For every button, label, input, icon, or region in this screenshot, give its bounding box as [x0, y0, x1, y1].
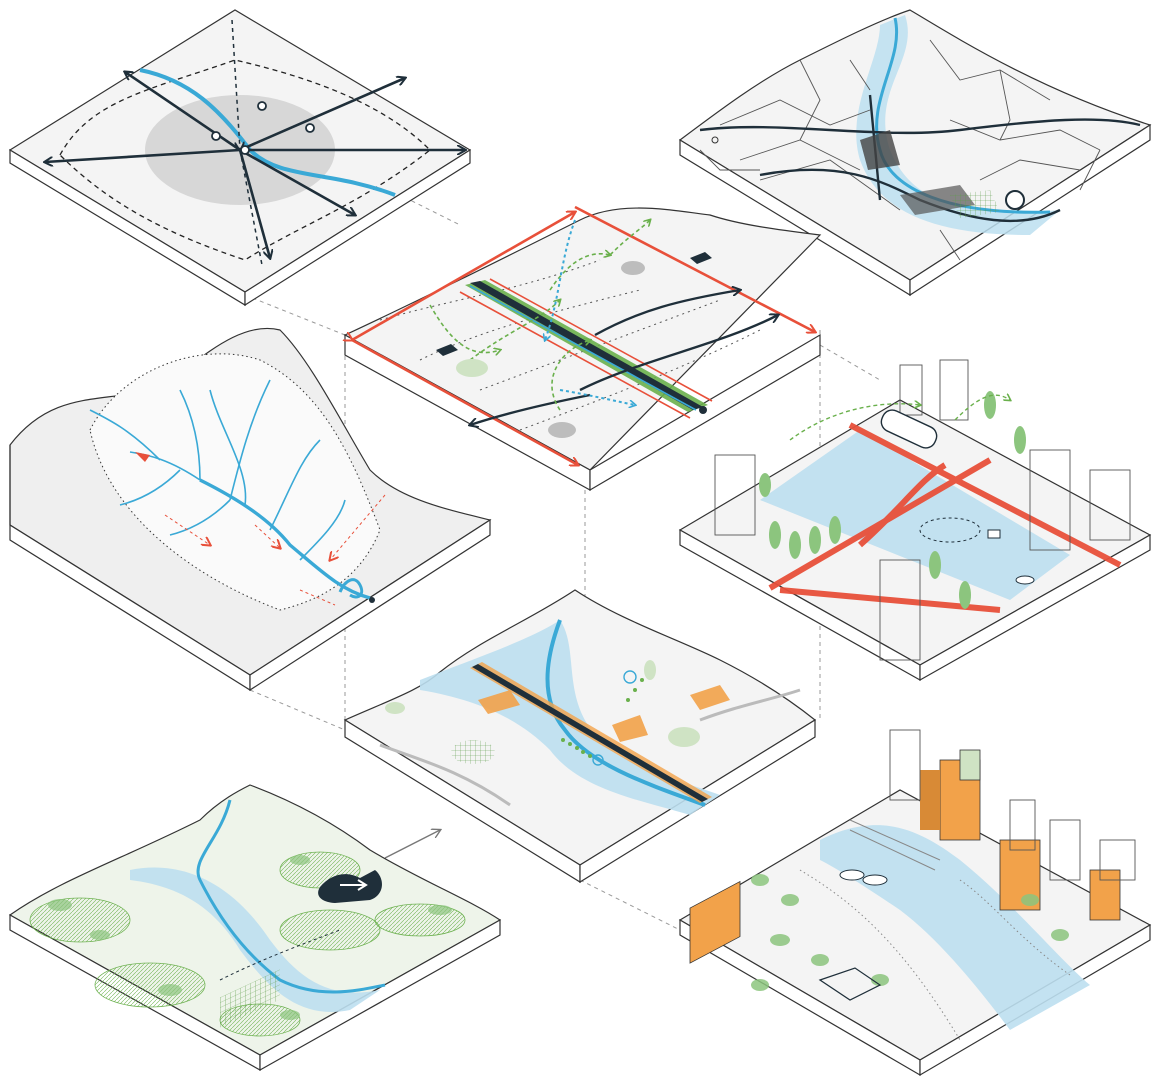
panel-landscape-ecology	[8, 784, 502, 1072]
tram-icon	[880, 409, 938, 449]
panel-watershed	[9, 327, 492, 692]
panel-riverfront-park	[678, 729, 1152, 1077]
panel-street-section	[678, 359, 1152, 682]
river-water	[820, 825, 1090, 1030]
panel-regional-network	[8, 9, 472, 307]
river-network-lines	[89, 379, 371, 600]
panel-urban-road-network	[678, 9, 1152, 297]
boat-icon	[1015, 575, 1035, 585]
canal-water	[760, 430, 1070, 600]
panel-site-plan	[343, 589, 817, 884]
wheel-icon	[1005, 190, 1025, 210]
park-trees	[751, 874, 1069, 991]
road-grid-lines	[699, 39, 1101, 261]
panel-corridor-system	[345, 205, 822, 492]
bridge-structure-icon	[318, 870, 382, 903]
tree-row	[759, 391, 1026, 609]
